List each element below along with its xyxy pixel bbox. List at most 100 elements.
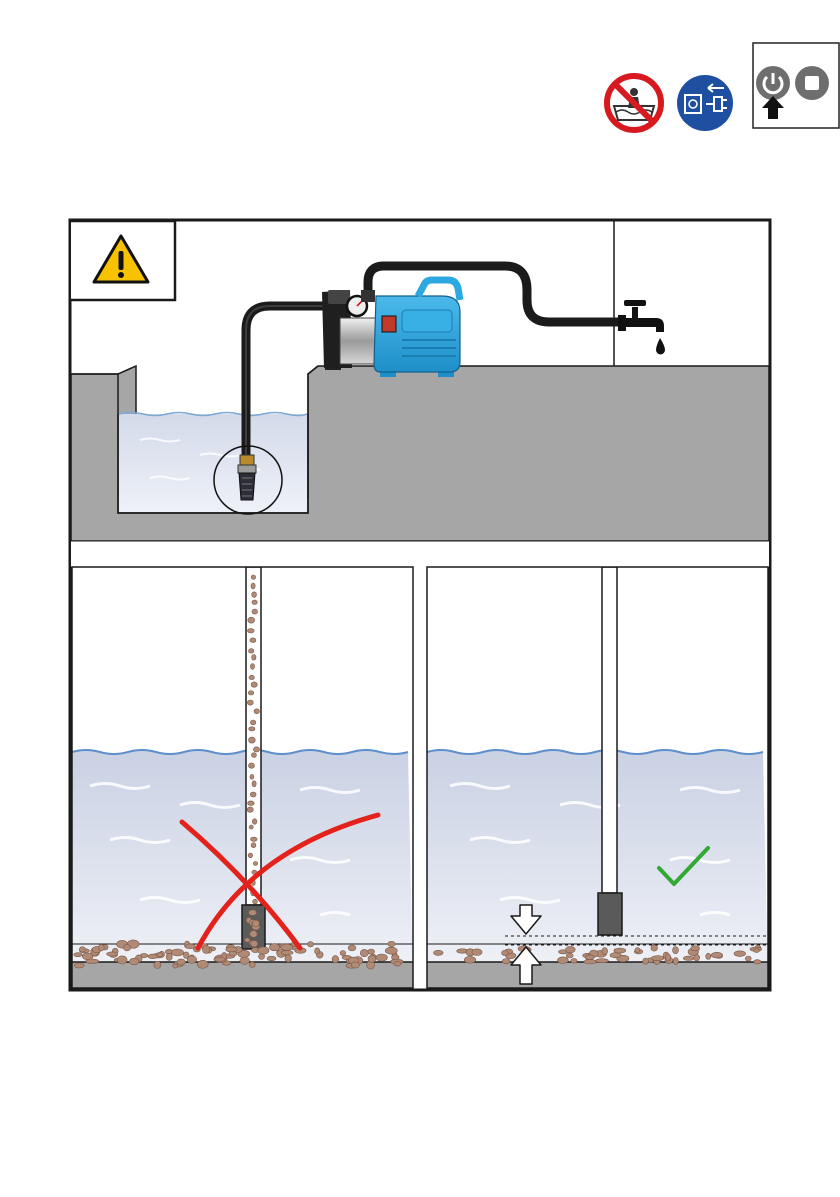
sediment-pebble [248, 801, 255, 806]
sediment-pebble [252, 655, 256, 661]
sediment-pebble [117, 956, 127, 964]
sediment-pebble [249, 727, 255, 731]
sediment-pebble [249, 825, 253, 829]
sediment-pebble [643, 958, 649, 964]
unplug-power-icon [677, 75, 733, 131]
sediment-pebble [86, 959, 99, 964]
sediment-pebble [247, 629, 254, 633]
sediment-pebble [340, 951, 346, 956]
sediment-pebble [98, 944, 104, 951]
no-bathing-sign-icon [607, 76, 661, 130]
sediment-pebble [250, 638, 256, 643]
suction-strainer [238, 455, 256, 500]
sediment-pebble [635, 948, 640, 953]
sediment-pebble [251, 753, 256, 758]
sediment-pebble [249, 910, 257, 916]
sediment-pebble [258, 947, 269, 954]
sediment-pebble [315, 948, 320, 954]
sediment-pebble [502, 950, 509, 955]
sediment-pebble [566, 946, 576, 952]
sediment-pebble [247, 807, 253, 812]
sediment-pebble [249, 763, 255, 768]
sediment-pebble [673, 947, 679, 954]
sediment-pebble [368, 955, 376, 962]
sediment-pebble [249, 675, 254, 679]
sediment-pebble [252, 781, 256, 787]
sediment-pebble [177, 959, 186, 965]
sediment-pebble [754, 960, 761, 964]
sediment-pebble [251, 575, 255, 579]
sediment-pebble [251, 583, 255, 589]
sediment-pebble [351, 962, 359, 968]
sediment-pebble [157, 952, 163, 957]
sediment-pebble [285, 955, 292, 962]
sediment-pebble [706, 953, 711, 959]
sediment-pebble [711, 952, 722, 958]
sediment-pebble [585, 955, 594, 960]
sediment-pebble [248, 617, 255, 623]
sediment-pebble [360, 949, 368, 956]
sediment-pebble [107, 952, 118, 956]
sediment-pebble [229, 951, 237, 956]
sediment-pebble [154, 961, 161, 968]
sediment-pebble [683, 956, 694, 960]
sediment-pebble [388, 941, 396, 946]
sediment-pebble [281, 944, 293, 950]
sediment-pebble [173, 964, 178, 968]
sediment-pebble [691, 946, 700, 951]
sediment-pebble [79, 947, 85, 952]
sediment-pebble [74, 953, 83, 957]
sediment-pebble [240, 957, 250, 964]
sediment-pebble [148, 954, 158, 959]
sediment-pebble [596, 959, 609, 963]
panel-incorrect-placement [72, 567, 413, 988]
sediment-pebble [584, 960, 596, 964]
sediment-pebble [281, 951, 293, 955]
sediment-pebble [253, 862, 257, 866]
sediment-pebble [571, 959, 577, 964]
sediment-pebble [472, 949, 482, 956]
warning-box [71, 221, 175, 300]
sediment-pebble [249, 649, 254, 653]
sediment-pebble [248, 691, 253, 695]
sediment-pebble [248, 853, 253, 858]
sediment-pebble [385, 947, 397, 954]
sediment-pebble [166, 953, 172, 960]
sediment-pebble [252, 609, 258, 614]
sediment-pebble [202, 946, 209, 954]
sediment-pebble [665, 954, 670, 961]
sediment-pebble [250, 664, 254, 670]
sediment-pebble [247, 700, 253, 705]
panel-correct-placement [427, 567, 768, 988]
sediment-pebble [74, 963, 84, 968]
reservoir-water [119, 413, 307, 513]
sediment-pebble [502, 959, 510, 964]
sediment-pebble [185, 944, 195, 949]
sediment-pebble [252, 819, 257, 825]
sediment-pebble [250, 774, 254, 779]
sediment-pebble [368, 949, 375, 954]
sediment-pebble [252, 600, 257, 604]
sediment-pebble [129, 958, 139, 965]
sediment-pebble [745, 956, 751, 961]
sediment-pebble [171, 949, 183, 956]
sediment-pebble [267, 956, 276, 960]
sediment-pebble [614, 948, 626, 953]
sediment-pebble [245, 938, 250, 942]
sediment-pebble [250, 792, 256, 797]
power-stop-buttons-icon [753, 43, 839, 128]
sediment-pebble [249, 962, 255, 968]
sediment-pebble [251, 682, 257, 687]
sediment-pebble [249, 737, 256, 743]
sediment-pebble [197, 960, 208, 968]
sediment-pebble [332, 956, 339, 963]
sediment-pebble [308, 942, 314, 947]
sediment-pebble [651, 945, 658, 951]
sediment-pebble [652, 956, 664, 961]
sediment-pebble [558, 957, 569, 964]
sediment-pebble [214, 957, 225, 961]
sediment-pebble [123, 945, 130, 951]
sediment-pebble [394, 961, 401, 966]
